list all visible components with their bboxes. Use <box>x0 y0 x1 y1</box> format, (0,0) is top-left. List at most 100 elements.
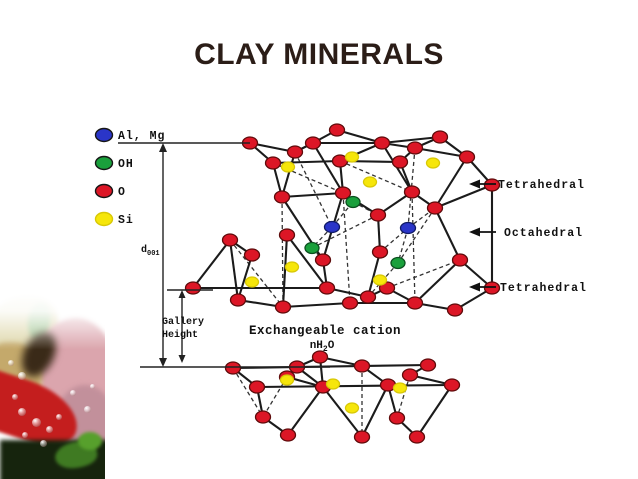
bond <box>287 386 324 436</box>
silicon-atom <box>344 402 360 414</box>
bond <box>311 214 379 249</box>
water-drop <box>40 440 47 447</box>
oxygen-atom <box>341 296 359 310</box>
silicon-atom <box>344 151 360 163</box>
silicon-atom <box>392 382 408 394</box>
oxygen-atom <box>254 410 272 424</box>
bond <box>256 383 453 389</box>
oxygen-atom <box>408 430 426 444</box>
silicon-atom <box>362 176 378 188</box>
bond <box>411 191 416 304</box>
oxygen-atom <box>243 248 261 262</box>
gallery-height-label-line1: Gallery <box>162 316 204 328</box>
oxygen-atom <box>443 378 461 392</box>
hydroxyl-atom <box>390 256 406 270</box>
bond <box>286 234 328 289</box>
bond <box>281 196 284 308</box>
oxygen-atom <box>184 281 202 295</box>
bond <box>281 234 289 308</box>
oxygen-atom <box>279 428 297 442</box>
bond <box>229 239 284 308</box>
bond <box>361 384 389 438</box>
oxygen-atom <box>274 300 292 314</box>
oxygen-atom <box>483 178 501 192</box>
water-drop <box>12 394 18 400</box>
bond <box>331 201 354 228</box>
silicon-atom <box>425 157 441 169</box>
nh2o-label: nH2O <box>310 340 335 354</box>
bond <box>381 135 441 145</box>
water-drop <box>56 414 62 420</box>
oxygen-atom <box>406 296 424 310</box>
legend-dot-si <box>94 211 114 227</box>
exchangeable-cation-label: Exchangeable cation <box>249 324 401 338</box>
legend-label-oh: OH <box>118 158 134 171</box>
leaf-photo <box>0 290 105 479</box>
legend-dot-al-mg <box>94 127 114 143</box>
d001-label: d001 <box>141 244 160 258</box>
water-drop <box>32 418 41 427</box>
oxygen-atom <box>401 368 419 382</box>
bond <box>228 239 240 301</box>
oxygen-atom <box>328 123 346 137</box>
layer-label-0: Tetrahedral <box>498 179 585 192</box>
water-drop <box>18 408 26 416</box>
oxygen-atom <box>353 430 371 444</box>
bond <box>397 207 436 264</box>
d001-arrowheads <box>159 143 167 367</box>
bond <box>322 386 363 438</box>
bond <box>434 156 468 209</box>
bond <box>434 184 493 209</box>
oxygen-atom <box>359 290 377 304</box>
bond <box>342 192 351 304</box>
green-leaf-shape <box>78 432 102 450</box>
oxygen-atom <box>373 136 391 150</box>
bond <box>366 251 382 298</box>
oxygen-atom <box>334 186 352 200</box>
bond <box>414 146 468 159</box>
oxygen-atom <box>229 293 247 307</box>
oxygen-atom <box>406 141 424 155</box>
bond <box>312 142 344 194</box>
oxygen-atom <box>224 361 242 375</box>
bond <box>407 147 416 229</box>
bond <box>282 301 351 309</box>
oxygen-atom <box>286 145 304 159</box>
photo-top-fade <box>0 290 105 375</box>
oxygen-atom <box>278 228 296 242</box>
water-drop <box>90 384 95 389</box>
oxygen-atom <box>446 303 464 317</box>
water-drop <box>46 426 53 433</box>
bond <box>434 207 461 261</box>
water-drop <box>70 390 76 396</box>
left-arrow-icon <box>469 227 480 237</box>
legend-label-si: Si <box>118 214 134 227</box>
silicon-atom <box>280 161 296 173</box>
bond <box>236 254 254 301</box>
oxygen-atom <box>273 190 291 204</box>
oxygen-atom <box>451 253 469 267</box>
bond <box>386 259 461 289</box>
legend-label-al-mg: Al, Mg <box>118 130 165 143</box>
bond <box>294 151 333 228</box>
lattice-solid-bonds <box>192 128 494 438</box>
oxygen-atom <box>318 281 336 295</box>
water-drop <box>84 406 91 413</box>
oxygen-atom <box>304 136 322 150</box>
al-mg-atom <box>323 220 341 234</box>
oxygen-atom <box>248 380 266 394</box>
oxygen-atom <box>311 350 329 364</box>
legend-label-o: O <box>118 186 126 199</box>
oxygen-atom <box>371 245 389 259</box>
silicon-atom <box>279 374 295 386</box>
silicon-atom <box>325 378 341 390</box>
oxygen-atom <box>314 253 332 267</box>
oxygen-atom <box>483 281 501 295</box>
bond <box>396 374 411 419</box>
gallery-height-label-line2: Height <box>162 329 198 341</box>
gallery-arrowheads <box>178 290 186 363</box>
layer-label-1: Octahedral <box>504 227 583 240</box>
